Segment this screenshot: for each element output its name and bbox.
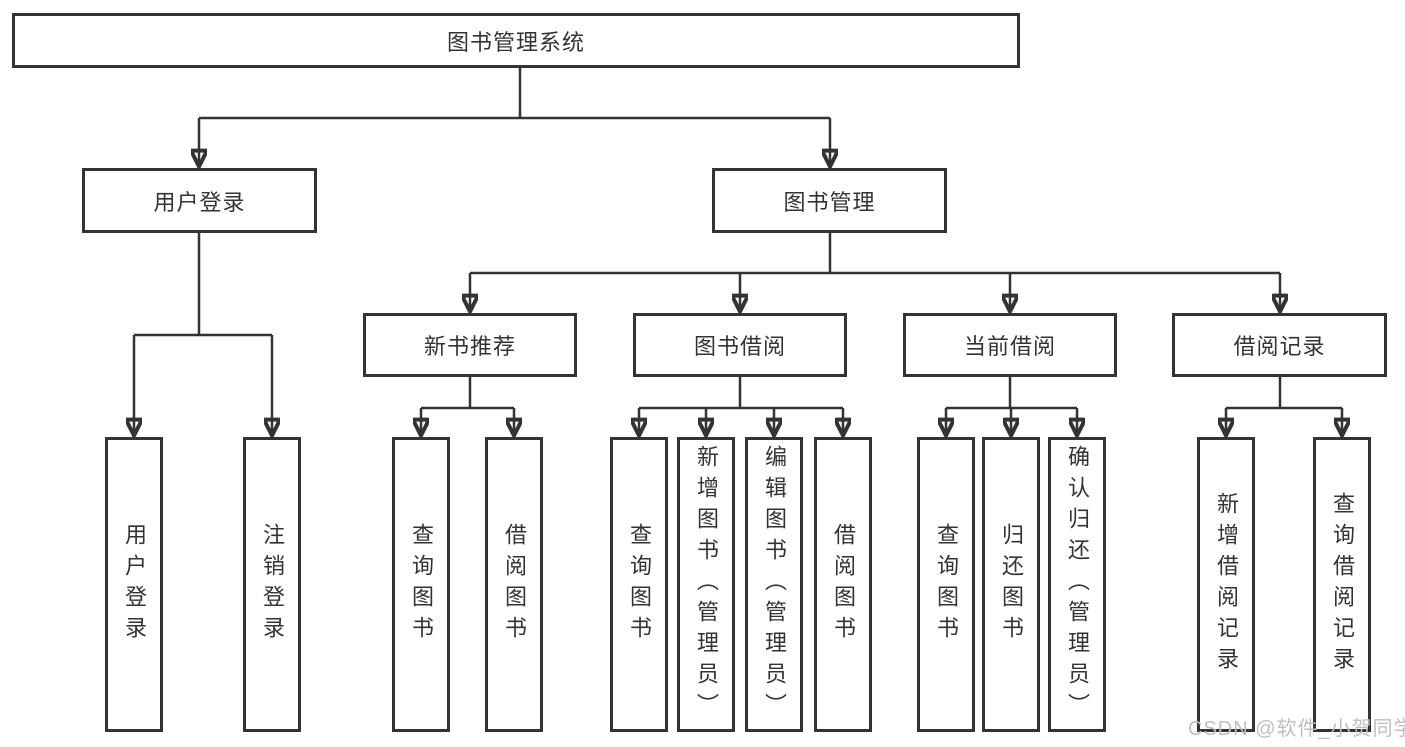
leaf-newrec-borrow-books-label: 借阅图书 [502,522,527,647]
connector-book-management-to-level3 [470,233,1280,310]
leaf-records-add-borrow-record: 新增借阅记录 [1197,437,1255,732]
leaf-user-login: 用户登录 [105,437,163,732]
connector-user-login-to-leaves [134,233,272,434]
node-book-borrowing-label: 图书借阅 [693,334,786,359]
leaf-newrec-query-books-label: 查询图书 [409,522,434,647]
node-library-management-system: 图书管理系统 [12,13,1020,68]
leaf-borrow-query-books-label: 查询图书 [627,522,652,647]
leaf-records-add-borrow-record-label: 新增借阅记录 [1214,491,1239,678]
leaf-user-login-label: 用户登录 [122,522,147,647]
leaf-newrec-query-books: 查询图书 [392,437,450,732]
leaf-current-return-books: 归还图书 [982,437,1040,732]
leaf-borrow-add-books-admin: 新增图书（管理员） [677,437,735,732]
leaf-borrow-borrow-books-label: 借阅图书 [831,522,856,647]
node-book-borrowing: 图书借阅 [633,313,847,377]
leaf-newrec-borrow-books: 借阅图书 [485,437,543,732]
node-user-login: 用户登录 [82,168,317,233]
leaf-current-confirm-return-admin-label: 确认归还（管理员） [1065,445,1090,724]
connector-borrowing-records-to-leaves [1226,377,1342,434]
connector-new-book-recommendation-to-leaves [421,377,514,434]
node-user-login-label: 用户登录 [153,189,246,215]
leaf-logout: 注销登录 [243,437,301,732]
leaf-records-query-borrow-record: 查询借阅记录 [1313,437,1371,732]
connector-current-borrowing-to-leaves [946,377,1077,434]
node-library-management-system-label: 图书管理系统 [446,29,585,55]
leaf-records-query-borrow-record-label: 查询借阅记录 [1330,491,1355,678]
node-new-book-recommendation-label: 新书推荐 [423,334,516,359]
leaf-current-return-books-label: 归还图书 [999,522,1024,647]
leaf-borrow-add-books-admin-label: 新增图书（管理员） [694,445,719,724]
leaf-borrow-borrow-books: 借阅图书 [814,437,872,732]
node-book-management-label: 图书管理 [783,189,876,215]
leaf-borrow-query-books: 查询图书 [610,437,668,732]
csdn-watermark: CSDN @软件_小贺同学 [1188,718,1405,740]
node-borrowing-records: 借阅记录 [1172,313,1387,377]
connector-book-borrowing-to-leaves [639,377,843,434]
node-current-borrowing-label: 当前借阅 [963,334,1056,359]
node-borrowing-records-label: 借阅记录 [1233,334,1326,359]
node-book-management: 图书管理 [712,168,947,233]
leaf-current-query-books-label: 查询图书 [934,522,959,647]
leaf-borrow-edit-books-admin: 编辑图书（管理员） [745,437,803,732]
node-new-book-recommendation: 新书推荐 [363,313,577,377]
leaf-current-confirm-return-admin: 确认归还（管理员） [1048,437,1106,732]
connector-root-to-level2 [199,68,830,165]
leaf-logout-label: 注销登录 [260,522,285,647]
node-current-borrowing: 当前借阅 [903,313,1117,377]
leaf-current-query-books: 查询图书 [917,437,975,732]
leaf-borrow-edit-books-admin-label: 编辑图书（管理员） [762,445,787,724]
